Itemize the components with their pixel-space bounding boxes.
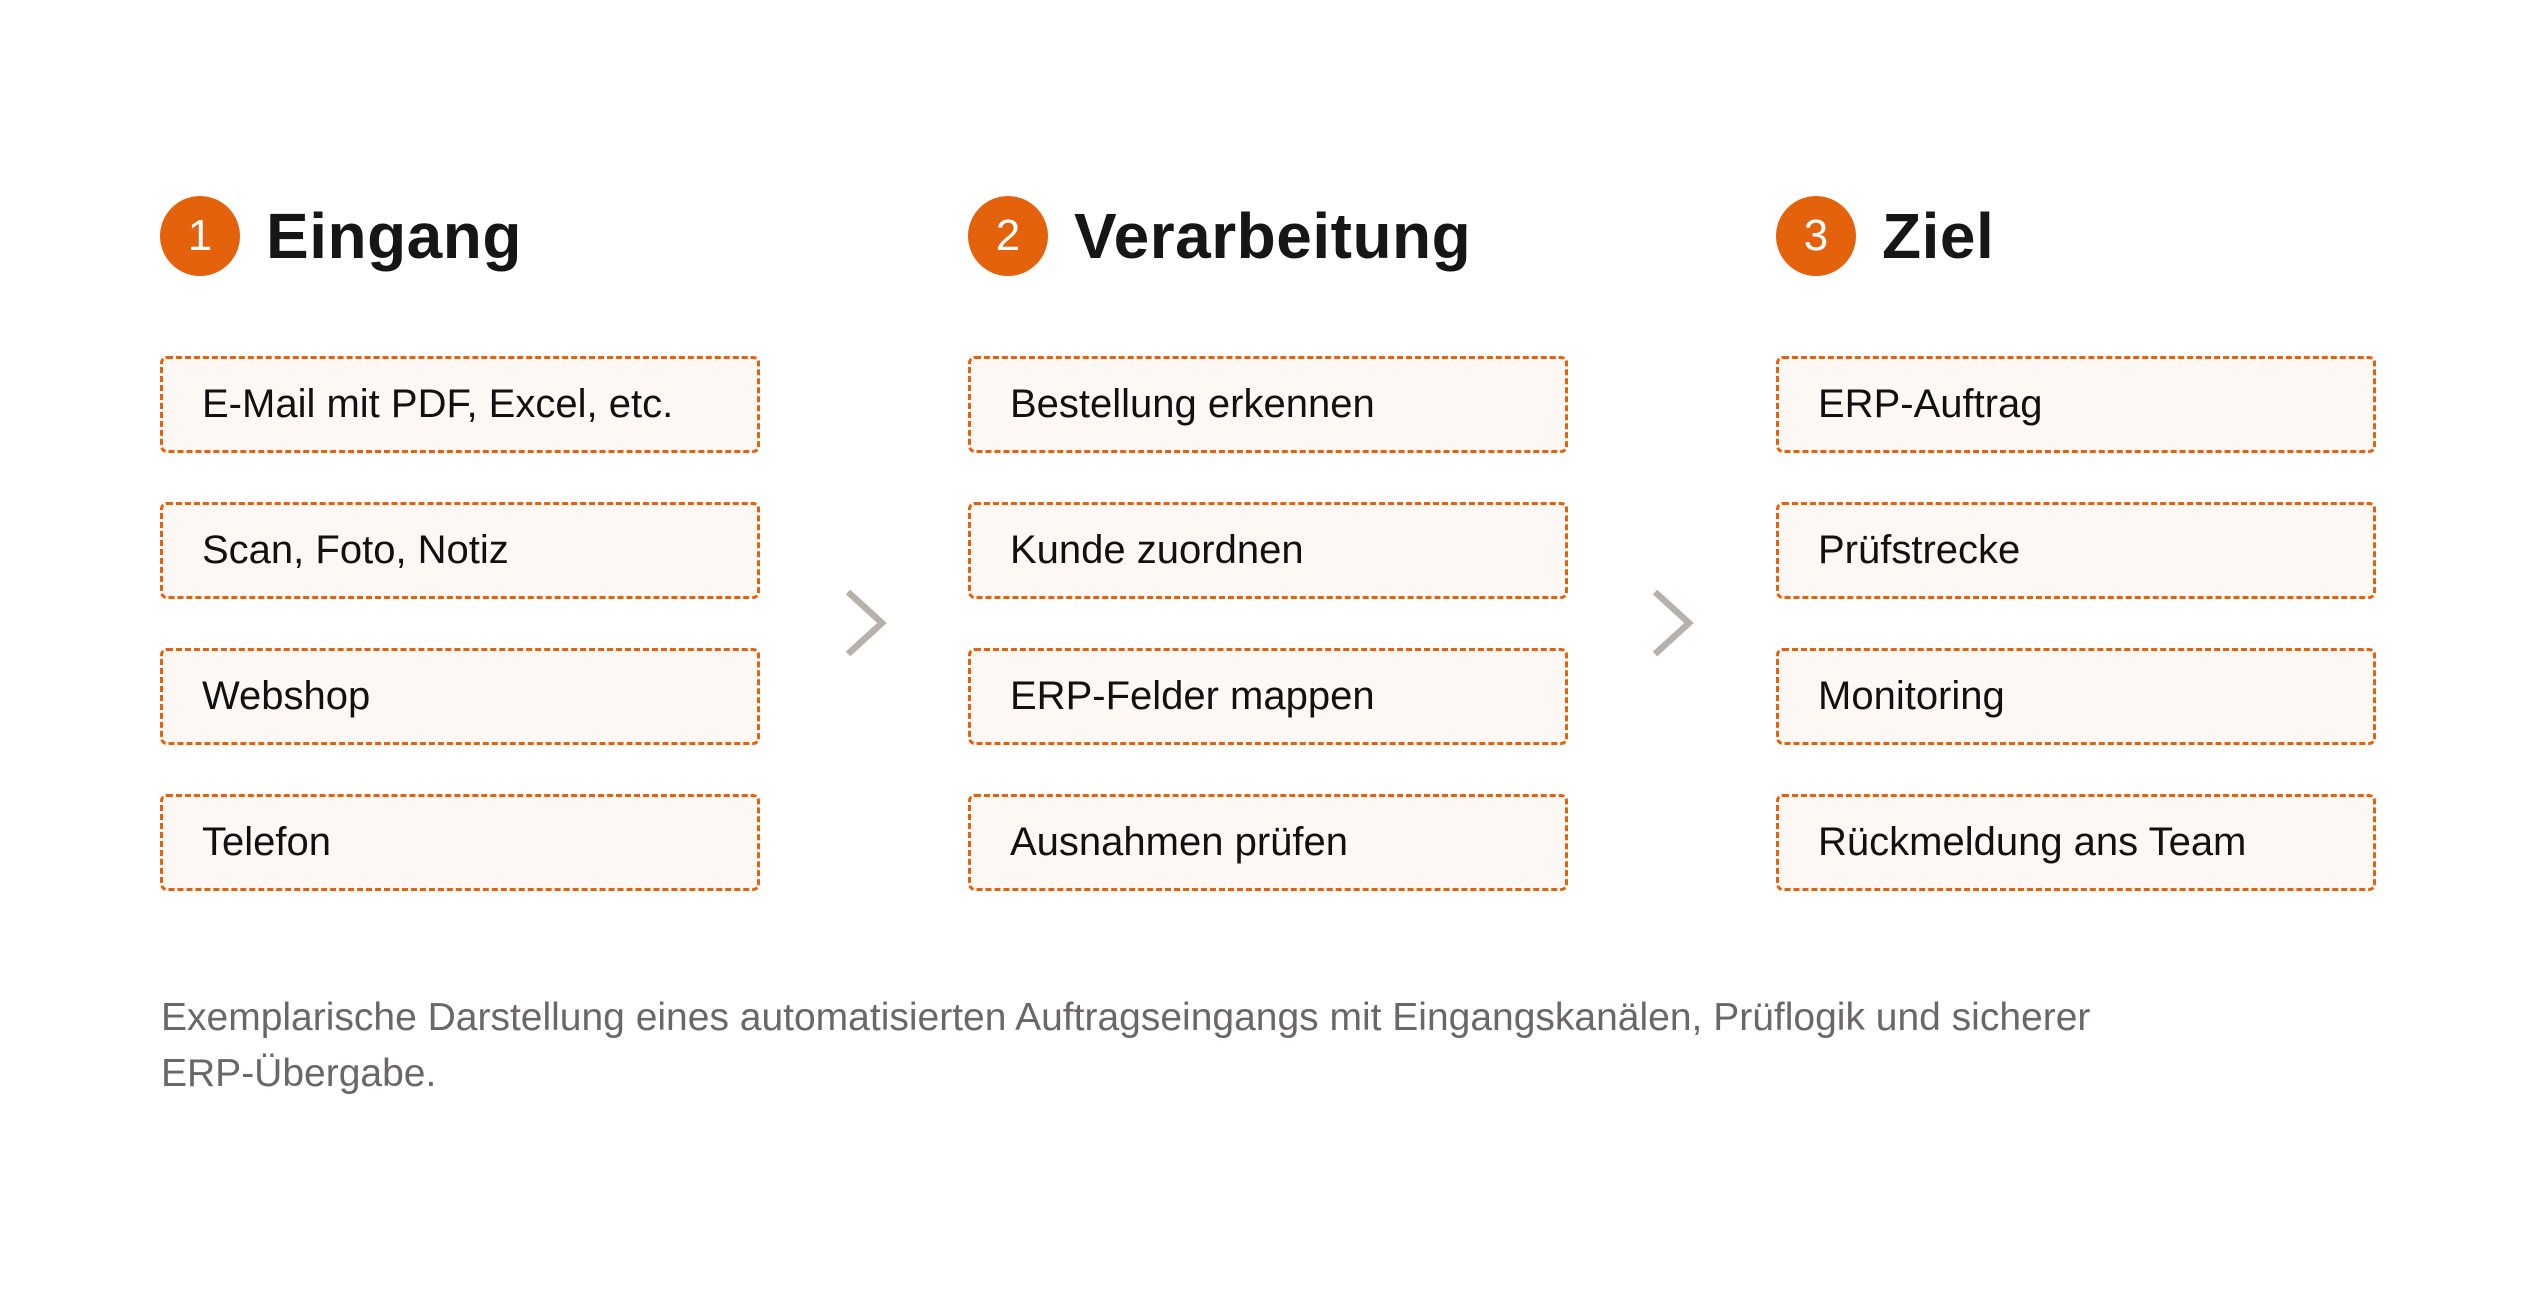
step-item: Ausnahmen prüfen — [968, 794, 1568, 891]
chevron-right-icon — [845, 589, 887, 657]
step-item: ERP-Auftrag — [1776, 356, 2376, 453]
step-item-label: E-Mail mit PDF, Excel, etc. — [202, 382, 674, 426]
step-items: ERP-Auftrag Prüfstrecke Monitoring Rückm… — [1776, 356, 2376, 940]
step-item-label: Telefon — [202, 820, 331, 864]
diagram-caption: Exemplarische Darstellung eines automati… — [161, 990, 2401, 1102]
step-item-label: Prüfstrecke — [1818, 528, 2021, 572]
step-column-eingang: 1 Eingang E-Mail mit PDF, Excel, etc. Sc… — [160, 196, 760, 891]
step-item: Telefon — [160, 794, 760, 891]
step-item-label: Bestellung erkennen — [1010, 382, 1375, 426]
step-column-verarbeitung: 2 Verarbeitung Bestellung erkennen Kunde… — [968, 196, 1568, 891]
step-item-label: ERP-Felder mappen — [1010, 674, 1375, 718]
step-item-label: ERP-Auftrag — [1818, 382, 2043, 426]
step-number-badge: 3 — [1776, 196, 1856, 276]
step-item: ERP-Felder mappen — [968, 648, 1568, 745]
caption-line: Exemplarische Darstellung eines automati… — [161, 996, 2091, 1039]
step-item: Rückmeldung ans Team — [1776, 794, 2376, 891]
step-header: 1 Eingang — [160, 196, 760, 276]
step-title: Verarbeitung — [1074, 200, 1472, 272]
step-item-label: Scan, Foto, Notiz — [202, 528, 509, 572]
step-items: Bestellung erkennen Kunde zuordnen ERP-F… — [968, 356, 1568, 940]
step-item: Scan, Foto, Notiz — [160, 502, 760, 599]
step-item: Prüfstrecke — [1776, 502, 2376, 599]
step-item-label: Kunde zuordnen — [1010, 528, 1304, 572]
step-items: E-Mail mit PDF, Excel, etc. Scan, Foto, … — [160, 356, 760, 940]
step-item: Bestellung erkennen — [968, 356, 1568, 453]
step-number-badge: 2 — [968, 196, 1048, 276]
step-title: Eingang — [266, 200, 522, 272]
step-item-label: Monitoring — [1818, 674, 2005, 718]
step-item-label: Ausnahmen prüfen — [1010, 820, 1349, 864]
step-number-badge: 1 — [160, 196, 240, 276]
step-item-label: Webshop — [202, 674, 371, 718]
step-item: Webshop — [160, 648, 760, 745]
chevron-right-icon — [1652, 589, 1694, 657]
step-item: E-Mail mit PDF, Excel, etc. — [160, 356, 760, 453]
caption-line: ERP-Übergabe. — [161, 1052, 437, 1095]
step-header: 3 Ziel — [1776, 196, 2376, 276]
step-item: Kunde zuordnen — [968, 502, 1568, 599]
step-header: 2 Verarbeitung — [968, 196, 1568, 276]
step-column-ziel: 3 Ziel ERP-Auftrag Prüfstrecke Monitorin… — [1776, 196, 2376, 891]
step-item: Monitoring — [1776, 648, 2376, 745]
step-item-label: Rückmeldung ans Team — [1818, 820, 2247, 864]
step-title: Ziel — [1882, 200, 1995, 272]
